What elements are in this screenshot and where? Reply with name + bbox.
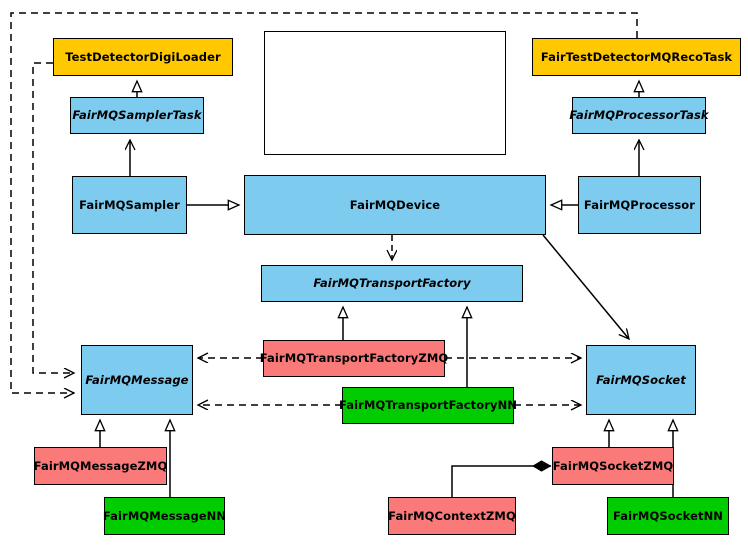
class-node-label: FairMQTransportFactory [313,276,471,291]
class-node-FairTestDetectorMQRecoTask[interactable]: FairTestDetectorMQRecoTask [532,38,741,76]
class-node-FairMQContextZMQ[interactable]: FairMQContextZMQ [388,497,516,535]
class-node-label: FairMQProcessor [583,197,696,212]
class-node-FairMQSamplerTask[interactable]: FairMQSamplerTask [70,97,204,134]
class-node-TestDetectorDigiLoader[interactable]: TestDetectorDigiLoader [53,38,233,76]
class-node-label: FairMQMessage [85,372,189,387]
class-node-FairMQTransportFactoryZMQ[interactable]: FairMQTransportFactoryZMQ [260,340,448,377]
edge-digiloader-message [32,62,74,373]
class-node-FairMQMessageZMQ[interactable]: FairMQMessageZMQ [34,447,167,485]
class-node-label: FairMQSocketZMQ [552,458,674,473]
class-node-FairMQTransportFactoryNN[interactable]: FairMQTransportFactoryNN [338,387,518,424]
class-node-label: FairMQSamplerTask [72,108,202,123]
class-node-FairMQSocketZMQ[interactable]: FairMQSocketZMQ [552,447,674,485]
class-node-FairMQMessageNN[interactable]: FairMQMessageNN [102,497,227,535]
class-node-FairMQSocket[interactable]: FairMQSocket [586,345,696,415]
class-node-label: FairTestDetectorMQRecoTask [540,49,733,64]
class-node-label: FairMQDevice [349,197,441,212]
class-node-FairMQSampler[interactable]: FairMQSampler [72,176,187,234]
class-node-label: FairMQMessageZMQ [33,458,168,473]
edge-recotask-message [10,12,638,393]
class-node-label: FairMQSocket [596,372,686,387]
class-node-label: FairMQTransportFactoryNN [338,398,518,413]
class-node-FairMQSocketNN[interactable]: FairMQSocketNN [607,497,729,535]
class-node-label: FairMQMessageNN [102,508,227,523]
class-node-FairMQProcessorTask[interactable]: FairMQProcessorTask [569,97,709,134]
class-node-label: FairMQSocketNN [612,508,724,523]
class-node-label: FairMQTransportFactoryZMQ [259,351,449,366]
edge-contextzmq-socketzmq [451,460,552,497]
edge-device-socket [542,234,629,339]
class-node-label: FairMQContextZMQ [388,508,516,523]
class-node-label: FairMQSampler [79,197,180,212]
class-node-FairMQProcessor[interactable]: FairMQProcessor [578,176,701,234]
class-node-FairMQMessage[interactable]: FairMQMessage [81,345,193,415]
class-node-label: TestDetectorDigiLoader [65,49,221,64]
class-node-FairMQDevice[interactable]: FairMQDevice [244,175,546,235]
class-node-label: FairMQProcessorTask [569,108,709,123]
class-node-FairMQTransportFactory[interactable]: FairMQTransportFactory [261,265,523,302]
legend-panel [264,31,506,155]
